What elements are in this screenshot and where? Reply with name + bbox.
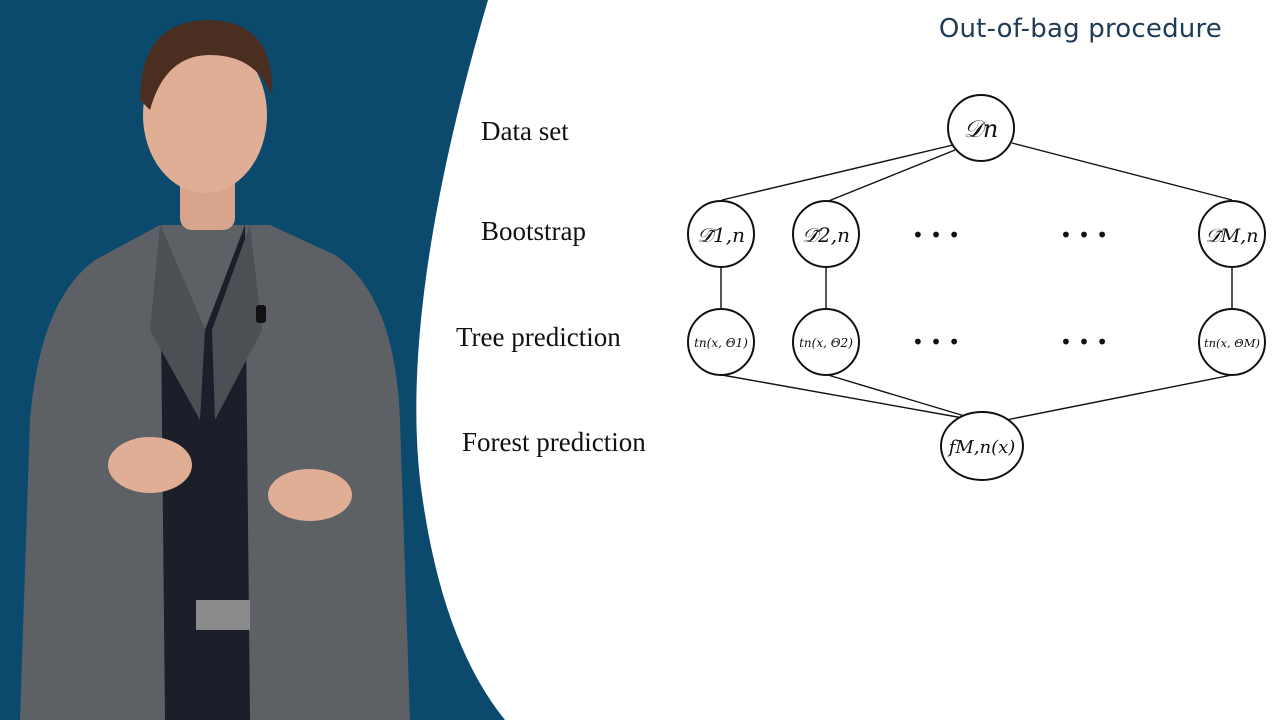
node-bootstrap-1-label: 𝒟̃1,n <box>697 223 745 247</box>
node-tree-1-label: tn(x, Θ1) <box>694 336 748 350</box>
node-tree-2: tn(x, Θ2) <box>792 308 860 376</box>
edge-dataset-bootstrap-2 <box>825 149 956 203</box>
row-label-bootstrap: Bootstrap <box>481 216 586 246</box>
node-bootstrap-2-label: 𝒟̃2,n <box>802 223 850 247</box>
row-label-forest-prediction: Forest prediction <box>462 427 646 457</box>
node-tree-m: tn(x, ΘM) <box>1198 308 1266 376</box>
row-label-data-set: Data set <box>481 116 569 146</box>
edge-tree-1-forest <box>721 374 964 419</box>
slide-title: Out-of-bag procedure <box>938 14 1222 44</box>
node-tree-m-label: tn(x, ΘM) <box>1204 336 1260 350</box>
ellipsis-bootstrap-left: • • • <box>912 223 960 247</box>
node-dataset-label: 𝒟n <box>964 115 999 143</box>
node-tree-2-label: tn(x, Θ2) <box>799 336 853 350</box>
row-label-tree-prediction: Tree prediction <box>456 322 621 352</box>
edge-dataset-bootstrap-1 <box>721 144 954 201</box>
ellipsis-tree-right: • • • <box>1060 330 1108 354</box>
node-dataset: 𝒟n <box>947 94 1015 162</box>
ellipsis-bootstrap-right: • • • <box>1060 223 1108 247</box>
node-bootstrap-m-label: 𝒟̃M,n <box>1206 225 1259 247</box>
node-bootstrap-2: 𝒟̃2,n <box>792 200 860 268</box>
presenter-figure <box>20 20 410 720</box>
diagram-edges <box>720 142 1233 421</box>
node-bootstrap-m: 𝒟̃M,n <box>1198 200 1266 268</box>
presenter-video <box>0 0 505 720</box>
node-bootstrap-1: 𝒟̃1,n <box>687 200 755 268</box>
node-forest: fM,n(x) <box>940 411 1024 481</box>
node-forest-label: fM,n(x) <box>947 437 1016 458</box>
edge-dataset-bootstrap-m <box>1011 142 1233 201</box>
node-tree-1: tn(x, Θ1) <box>687 308 755 376</box>
edge-tree-2-forest <box>827 374 969 418</box>
ellipsis-tree-left: • • • <box>912 330 960 354</box>
edge-tree-m-forest <box>1005 374 1233 421</box>
